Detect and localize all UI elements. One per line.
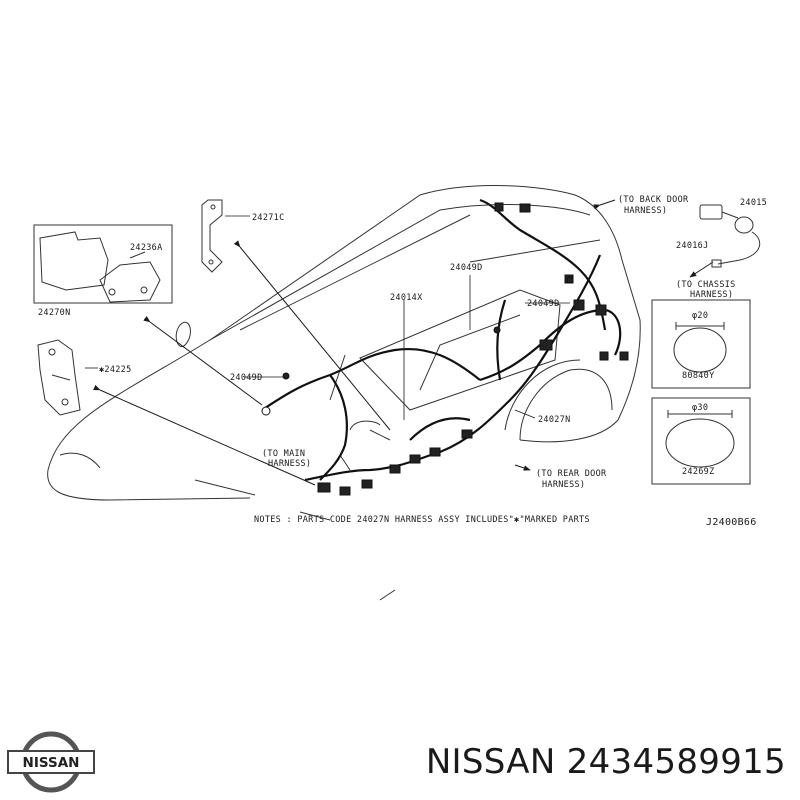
label-to-rear-door-2: HARNESS) <box>542 480 585 490</box>
label-24014X: 24014X <box>390 293 423 303</box>
leader-arrows <box>93 199 714 486</box>
nissan-logo-text: NISSAN <box>23 755 80 771</box>
harness-wiring <box>264 198 622 482</box>
harness-connectors <box>261 202 629 496</box>
label-24236A: 24236A <box>130 243 163 253</box>
label-24049D-top: 24049D <box>450 263 483 273</box>
nissan-logo: NISSAN <box>7 731 95 793</box>
label-to-back-door-1: (TO BACK DOOR <box>618 195 689 205</box>
label-24015: 24015 <box>740 198 767 208</box>
label-to-back-door-2: HARNESS) <box>624 206 667 216</box>
diagram-code: J2400B66 <box>706 517 757 528</box>
label-phi30: φ30 <box>692 403 708 413</box>
label-to-chassis-2: HARNESS) <box>690 290 733 300</box>
label-to-main-2: HARNESS) <box>268 459 311 469</box>
label-24225: ✱24225 <box>99 365 132 375</box>
label-to-rear-door-1: (TO REAR DOOR <box>536 469 607 479</box>
label-24269Z: 24269Z <box>682 467 715 477</box>
label-24016J: 24016J <box>676 241 709 251</box>
label-to-chassis-1: (TO CHASSIS <box>676 280 736 290</box>
part-24225-bracket <box>37 339 81 416</box>
label-24271C: 24271C <box>252 213 285 223</box>
product-title: NISSAN 2434589915 <box>425 742 786 782</box>
label-to-main-1: (TO MAIN <box>262 449 305 459</box>
leader-lines <box>85 215 570 471</box>
part-labels: 24271C 24236A 24270N ✱24225 24049D 24014… <box>38 195 767 528</box>
part-24016J-24015-sensor <box>699 204 761 268</box>
label-24270N: 24270N <box>38 308 71 318</box>
part-24236A-24270N-box <box>33 224 173 304</box>
label-24049D-left: 24049D <box>230 373 263 383</box>
grommet-detail-24269Z <box>651 397 751 485</box>
label-24049D-right: 24049D <box>527 299 560 309</box>
label-24027N: 24027N <box>538 415 571 425</box>
label-80840Y: 80840Y <box>682 371 715 381</box>
grommet-detail-80840Y <box>651 299 751 389</box>
part-24271C-bracket <box>201 199 223 273</box>
notes-text: NOTES : PARTS CODE 24027N HARNESS ASSY I… <box>254 515 590 525</box>
label-phi20: φ20 <box>692 311 708 321</box>
